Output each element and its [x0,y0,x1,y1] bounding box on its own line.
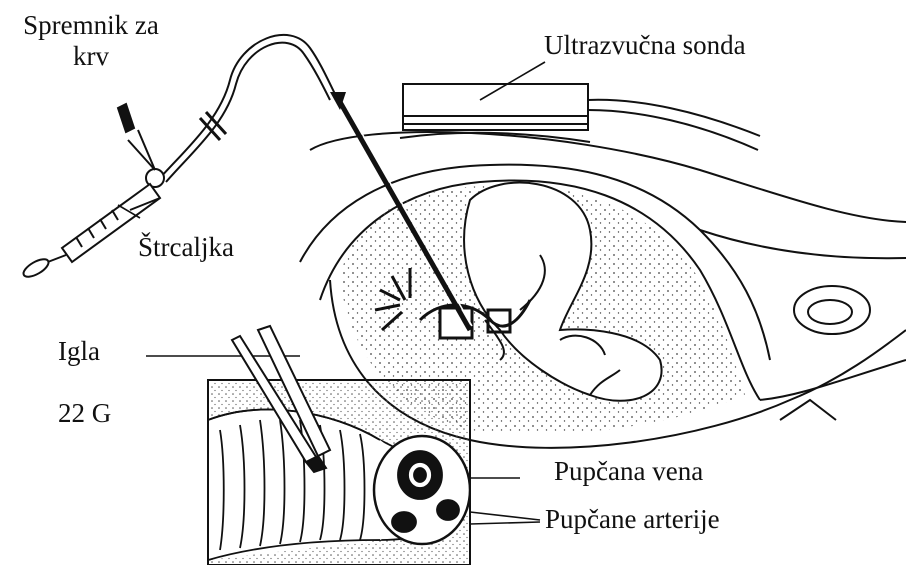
label-blood-container: Spremnik za krv [6,10,176,72]
label-syringe: Štrcaljka [138,232,234,263]
maternal-bladder [794,286,870,334]
label-blood-container-line2: krv [6,41,176,72]
blood-container [118,104,164,187]
cord-inset [208,380,470,565]
label-needle: Igla [58,336,100,367]
label-needle-gauge: 22 G [58,398,111,429]
label-umbilical-arteries: Pupčane arterije [545,504,720,535]
label-umbilical-vein: Pupčana vena [554,456,703,487]
tubing [160,35,336,182]
label-blood-container-line1: Spremnik za [6,10,176,41]
label-ultrasound-probe: Ultrazvučna sonda [544,30,746,61]
